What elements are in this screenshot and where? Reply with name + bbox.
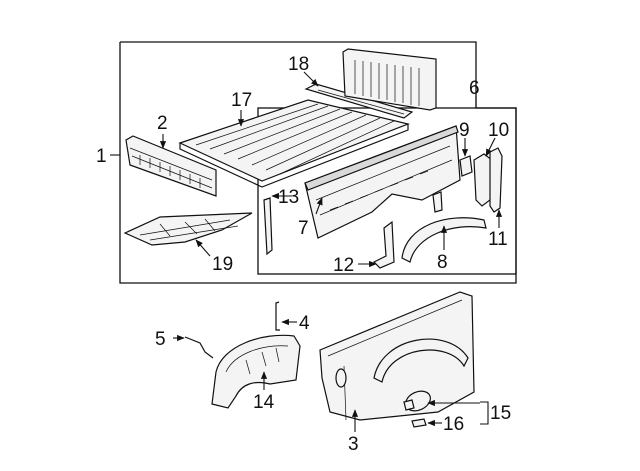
fuel-door-part [403, 390, 431, 412]
callout-14: 14 [253, 392, 275, 413]
callout-19: 19 [212, 254, 233, 275]
callout-18: 18 [288, 54, 309, 75]
callout-8: 8 [437, 252, 448, 273]
outer-side-panel-part [319, 291, 475, 421]
tailgate-part [342, 48, 437, 111]
side-inner-panel-part [304, 125, 461, 239]
small-bracket-part [432, 155, 473, 213]
callout-15: 15 [490, 403, 511, 424]
callout-3: 3 [348, 434, 359, 455]
support-rod-part [184, 336, 214, 359]
callout-7: 7 [298, 218, 309, 239]
callout-4: 4 [299, 313, 310, 334]
wheelhouse-bracket-part [372, 220, 395, 269]
callout-13: 13 [278, 187, 299, 208]
callout-5: 5 [155, 329, 166, 350]
inner-wheelhouse-part [211, 334, 301, 409]
front-panel-part [125, 135, 217, 197]
floor-reinforcement-part [123, 212, 253, 246]
callout-1: 1 [96, 146, 107, 167]
callout-2: 2 [157, 113, 168, 134]
callout-6: 6 [469, 78, 480, 99]
fuel-door-hinge-part [411, 418, 427, 428]
pillar-bracket-part [263, 197, 273, 256]
callout-10: 10 [488, 120, 509, 141]
callout-12: 12 [333, 255, 354, 276]
callout-9: 9 [459, 120, 470, 141]
callout-11: 11 [488, 229, 508, 250]
bed-floor-part [178, 99, 411, 188]
corner-pillar-part [473, 147, 503, 213]
leader-lines [110, 71, 503, 432]
callout-17: 17 [231, 90, 252, 111]
wheel-arch-liner-part [401, 217, 487, 263]
mounting-bracket-part [275, 301, 280, 331]
callout-16: 16 [443, 414, 464, 435]
